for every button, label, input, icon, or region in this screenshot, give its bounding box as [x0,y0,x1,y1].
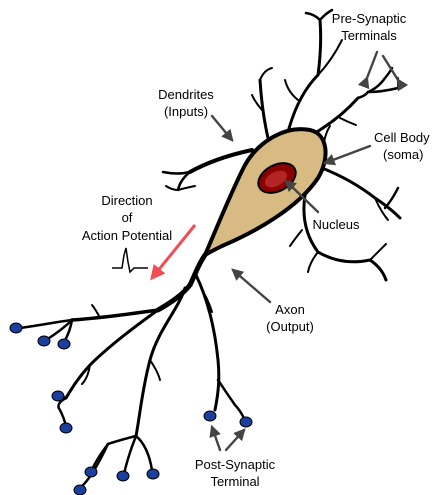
action-potential-spike-icon [112,248,148,272]
axon [20,255,245,488]
svg-text:Direction: Direction [101,193,152,208]
svg-text:Axon: Axon [275,302,305,317]
bouton [58,339,70,349]
label-dendrites: Dendrites (Inputs) [158,87,214,119]
svg-text:(Output): (Output) [266,319,314,334]
svg-text:Post-Synaptic: Post-Synaptic [195,457,276,472]
bouton [240,417,252,427]
svg-text:Dendrites: Dendrites [158,87,214,102]
label-cell-body: Cell Body (soma) [374,130,430,162]
bouton [204,411,216,421]
bouton [38,336,50,346]
bouton [85,467,97,477]
svg-text:Cell Body: Cell Body [374,130,430,145]
bouton [60,423,72,433]
label-nucleus: Nucleus [313,217,360,232]
svg-text:Pre-Synaptic: Pre-Synaptic [332,11,407,26]
bouton [10,323,22,333]
label-arrows [212,52,398,450]
label-post-synaptic: Post-Synaptic Terminal [195,457,276,489]
label-pre-synaptic: Pre-Synaptic Terminals [332,11,407,43]
svg-text:of: of [122,210,133,225]
label-direction: Direction of Action Potential [82,193,172,243]
bouton [52,391,64,401]
svg-text:(soma): (soma) [383,147,423,162]
bouton [74,485,86,495]
svg-text:(Inputs): (Inputs) [164,104,208,119]
svg-text:Terminal: Terminal [210,474,259,489]
label-axon: Axon (Output) [266,302,314,334]
svg-text:Action Potential: Action Potential [82,228,172,243]
bouton [117,471,129,481]
svg-text:Terminals: Terminals [341,28,397,43]
bouton [147,469,159,479]
